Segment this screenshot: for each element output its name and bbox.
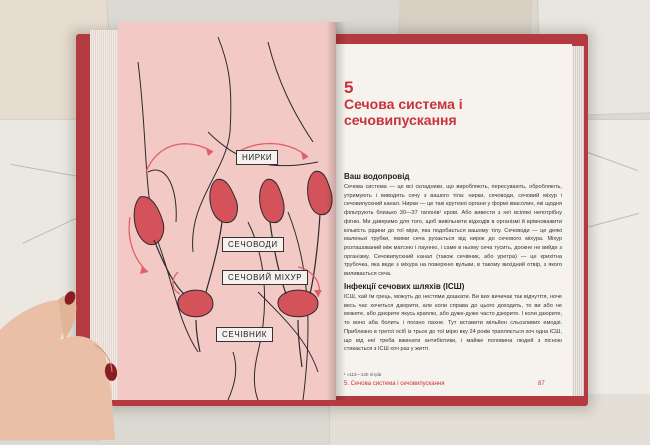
running-footer: 5. Сечова система і сечовипускання — [344, 381, 445, 387]
hand — [0, 291, 118, 440]
section-heading: Інфекції сечових шляхів (ІСШ) — [344, 282, 465, 291]
page-stack — [572, 46, 584, 396]
label-urethra: СЕЧІВНИК — [216, 327, 273, 342]
section-paragraph: Сечова система — це всі складники, що ви… — [344, 184, 562, 278]
text-page — [336, 44, 572, 396]
section-heading: Ваш водопровід — [344, 172, 410, 181]
label-ureters: СЕЧОВОДИ — [222, 237, 284, 252]
illustration-page — [118, 22, 336, 400]
chapter-number: 5 — [344, 78, 354, 97]
chapter-title: Сечова система і сечовипускання — [344, 96, 463, 128]
footnote: ¹ »113—140 літрів — [344, 372, 382, 377]
page-number: 87 — [538, 381, 545, 387]
urinary-system-illustration — [128, 36, 333, 400]
section-paragraph: ІСШ, хай їм грець, можуть до нестями дош… — [344, 294, 562, 353]
book-gutter — [326, 22, 346, 400]
label-kidneys: НИРКИ — [236, 150, 279, 165]
label-bladder: СЕЧОВИЙ МІХУР — [222, 270, 309, 285]
